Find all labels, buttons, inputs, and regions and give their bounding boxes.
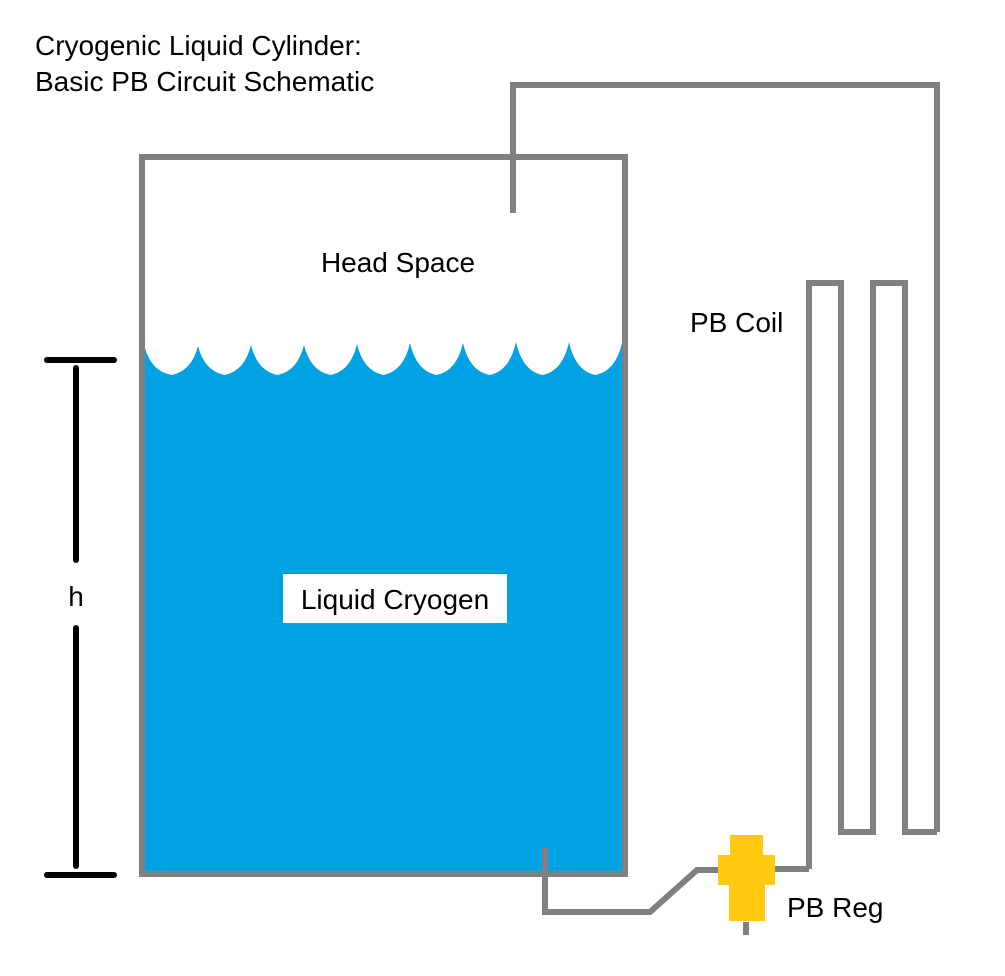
level-height-label: h bbox=[68, 581, 84, 612]
liquid-label-box bbox=[283, 574, 507, 623]
title-line-2: Basic PB Circuit Schematic bbox=[35, 66, 374, 97]
head-space-label: Head Space bbox=[321, 247, 475, 278]
liquid-withdrawal-pipe bbox=[542, 848, 720, 915]
pb-reg-label: PB Reg bbox=[787, 892, 884, 923]
gas-return-pipe bbox=[510, 82, 940, 832]
level-dimension: h bbox=[44, 357, 117, 878]
liquid-label: Liquid Cryogen bbox=[301, 584, 489, 615]
cylinder-outline bbox=[139, 154, 628, 877]
pb-coil-label: PB Coil bbox=[690, 307, 783, 338]
title-line-1: Cryogenic Liquid Cylinder: bbox=[35, 30, 362, 61]
pb-regulator bbox=[718, 835, 775, 921]
pb-coil bbox=[806, 280, 937, 869]
